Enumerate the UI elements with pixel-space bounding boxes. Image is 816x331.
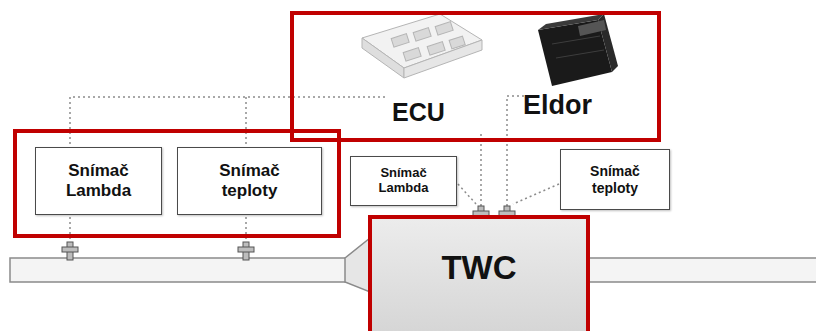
leader-line — [458, 184, 476, 204]
eldor-rib — [552, 36, 600, 44]
eldor-unit — [538, 20, 612, 86]
sensor-name: Snímač teploty — [211, 161, 289, 200]
ecu-part — [403, 48, 421, 62]
catalyst-name: TWC — [441, 249, 516, 301]
sensor-box: Snímač teploty — [177, 147, 322, 215]
pipe-cone — [345, 238, 370, 292]
ecu-part — [435, 22, 453, 36]
eldor-connector — [578, 20, 606, 36]
unit-label: Eldor — [523, 90, 592, 121]
wire — [480, 132, 482, 206]
sensor-tap — [238, 242, 254, 260]
exhaust-pipe — [10, 258, 350, 282]
sensor-box: Snímač Lambda — [35, 147, 162, 215]
group-frame — [15, 131, 339, 236]
ecu-part — [391, 34, 409, 48]
ecu-part — [427, 42, 445, 56]
sensor-name: Snímač teploty — [584, 163, 646, 195]
catalyst-box: TWC — [368, 215, 590, 331]
sensor-box: Snímač teploty — [560, 149, 670, 210]
ecu-part — [413, 28, 431, 42]
ecu-illustration — [362, 14, 482, 78]
sensor-name: Snímač Lambda — [60, 161, 138, 200]
sensor-name: Snímač Lambda — [374, 166, 434, 196]
leader-line — [513, 184, 559, 204]
eldor-rib — [556, 50, 604, 58]
unit-label: ECU — [392, 98, 445, 127]
ecu-board — [404, 40, 482, 78]
exhaust-pipe — [588, 258, 816, 282]
ecu-part — [449, 36, 465, 49]
sensor-tap — [62, 242, 78, 260]
sensor-box: Snímač Lambda — [350, 156, 457, 206]
group-frame — [292, 13, 659, 140]
eldor-illustration — [538, 14, 618, 86]
